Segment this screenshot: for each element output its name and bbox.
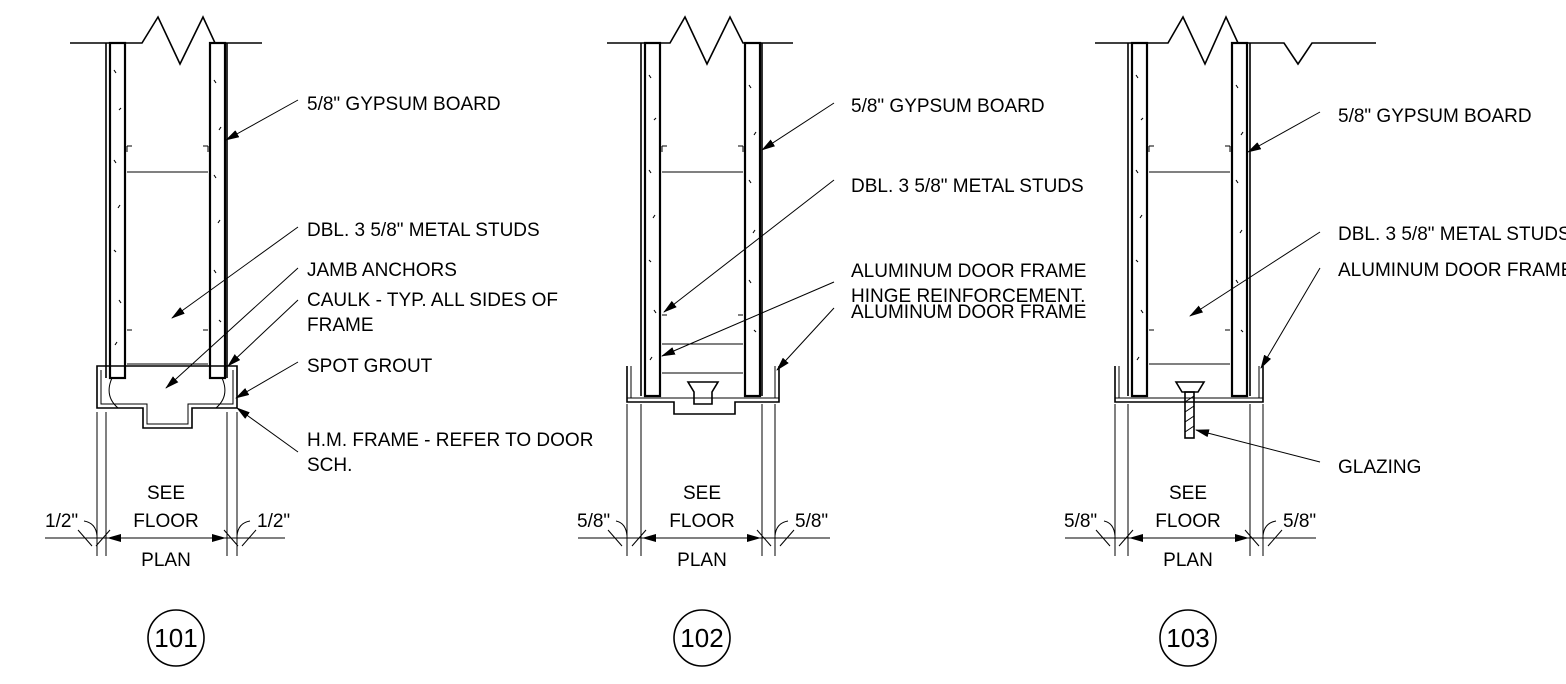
- label-spot-grout: SPOT GROUT: [307, 356, 433, 377]
- gypsum-board-left: [1130, 41, 1149, 398]
- glazing-stop: [1174, 381, 1206, 393]
- detail-tag-circle: [147, 609, 205, 667]
- leader-glazing: [1195, 429, 1321, 463]
- detail-101: 5/8" GYPSUM BOARD DBL. 3 5/8" METAL STUD…: [45, 15, 593, 667]
- leader-spot-grout: [235, 361, 299, 399]
- leader-studs: [171, 226, 299, 319]
- detail-number: 101: [154, 623, 197, 653]
- door-stop: [686, 381, 720, 405]
- dimension-extension-lines: [96, 412, 238, 556]
- dimension-extension-lines: [626, 404, 776, 556]
- leader-gypsum: [1247, 111, 1321, 153]
- detail-number: 102: [680, 623, 723, 653]
- label-gypsum-board: 5/8" GYPSUM BOARD: [1338, 106, 1532, 127]
- dim-center-2: FLOOR: [133, 511, 198, 532]
- aluminum-door-frame: [626, 366, 780, 415]
- detail-102: 5/8" GYPSUM BOARD DBL. 3 5/8" METAL STUD…: [577, 15, 1086, 667]
- dim-center-3: PLAN: [1163, 550, 1213, 571]
- label-aluminum-frame: ALUMINUM DOOR FRAME: [1338, 260, 1566, 281]
- stud-ticks: [661, 145, 744, 316]
- label-metal-studs: DBL. 3 5/8" METAL STUDS: [1338, 224, 1566, 245]
- dimension-extension-lines: [1114, 404, 1264, 556]
- dim-right: 5/8": [795, 511, 828, 532]
- label-hm-frame: H.M. FRAME - REFER TO DOOR: [307, 430, 593, 451]
- gypsum-texture: [113, 69, 222, 346]
- leader-studs: [1189, 231, 1321, 317]
- leader-hinge-reinforcement: [661, 281, 835, 357]
- glazing-pane: [1184, 391, 1195, 439]
- dim-center-3: PLAN: [677, 550, 727, 571]
- dim-center-3: PLAN: [141, 550, 191, 571]
- dim-left: 5/8": [577, 511, 610, 532]
- dim-center-2: FLOOR: [1155, 511, 1220, 532]
- break-line-top: [1095, 15, 1376, 66]
- label-hinge-reinforcement: HINGE REINFORCEMENT.: [851, 286, 1085, 307]
- gypsum-board-left: [643, 41, 662, 398]
- dim-left: 5/8": [1064, 511, 1097, 532]
- dim-center-2: FLOOR: [669, 511, 734, 532]
- label-caulk-cont: FRAME: [307, 315, 374, 336]
- gypsum-board-right: [208, 41, 227, 380]
- leader-gypsum: [225, 99, 299, 141]
- label-glazing: GLAZING: [1338, 457, 1421, 478]
- dim-center-1: SEE: [1169, 483, 1207, 504]
- dim-right: 1/2": [257, 511, 290, 532]
- gypsum-texture: [648, 74, 757, 361]
- break-line-top: [70, 15, 262, 66]
- label-hm-frame-cont: SCH.: [307, 455, 352, 476]
- label-metal-studs: DBL. 3 5/8" METAL STUDS: [851, 176, 1084, 197]
- label-aluminum-frame-bottom: ALUMINUM DOOR FRAME: [851, 302, 1086, 323]
- label-jamb-anchors: JAMB ANCHORS: [307, 260, 457, 281]
- spot-grout-right: [215, 377, 226, 409]
- leader-studs: [663, 179, 835, 313]
- leader-aluminum-frame: [1260, 267, 1321, 369]
- label-caulk: CAULK - TYP. ALL SIDES OF: [307, 290, 558, 311]
- label-gypsum-board: 5/8" GYPSUM BOARD: [851, 96, 1045, 117]
- detail-number: 103: [1166, 623, 1209, 653]
- gypsum-board-left: [108, 41, 127, 380]
- stud-ticks: [126, 145, 209, 331]
- leader-hm-frame: [236, 407, 299, 453]
- leader-caulk: [227, 299, 299, 367]
- leader-jamb-anchors: [165, 267, 299, 389]
- detail-103: 5/8" GYPSUM BOARD DBL. 3 5/8" METAL STUD…: [1064, 15, 1566, 667]
- dim-left: 1/2": [45, 511, 78, 532]
- spot-grout-left: [108, 377, 119, 409]
- gypsum-texture: [1135, 74, 1244, 361]
- gypsum-board-right: [1230, 41, 1249, 398]
- leader-gypsum: [761, 102, 835, 151]
- dim-right: 5/8": [1283, 511, 1316, 532]
- gypsum-board-right: [743, 41, 762, 398]
- detail-tag-circle: [1159, 609, 1217, 667]
- label-metal-studs: DBL. 3 5/8" METAL STUDS: [307, 220, 540, 241]
- break-line-top: [607, 15, 793, 66]
- label-aluminum-frame: ALUMINUM DOOR FRAME: [851, 261, 1086, 282]
- detail-tag-circle: [673, 609, 731, 667]
- hm-frame: [96, 365, 238, 429]
- leader-aluminum-frame: [776, 307, 835, 371]
- dim-center-1: SEE: [147, 483, 185, 504]
- stud-ticks: [1148, 145, 1231, 331]
- label-gypsum-board: 5/8" GYPSUM BOARD: [307, 94, 501, 115]
- hm-frame-inner: [100, 370, 234, 425]
- dim-center-1: SEE: [683, 483, 721, 504]
- aluminum-door-frame: [1114, 366, 1264, 403]
